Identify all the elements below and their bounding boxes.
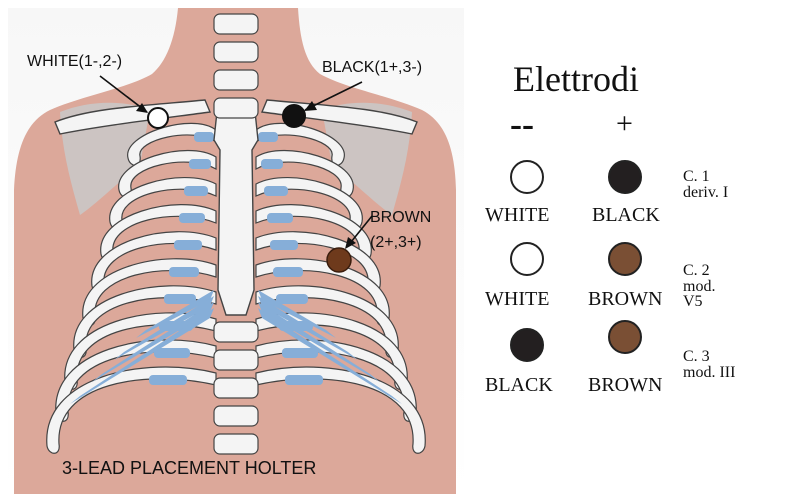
right-costal-cartilage [270,240,298,250]
left-costal-cartilage [179,213,205,223]
black-callout-label: BLACK(1+,3-) [322,59,422,76]
brown-callout-label-line1: BROWN [370,209,431,226]
right-costal-cartilage [285,375,323,385]
diagram-caption: 3-LEAD PLACEMENT HOLTER [62,458,316,478]
legend-row3-negative-label: BLACK [485,374,553,397]
legend-title: Elettrodi [513,58,639,100]
white-callout-label: WHITE(1-,2-) [27,53,122,70]
right-costal-cartilage [282,348,318,358]
legend-row3-positive-label: BROWN [588,374,662,397]
legend-row2-positive-label: BROWN [588,288,662,311]
legend-row3-channel-line2: mod. III [683,366,735,380]
vertebra [214,434,258,454]
vertebra [214,406,258,426]
legend-row3-channel-line1: C. 3 [683,350,710,364]
legend-row2-negative-label: WHITE [485,288,549,311]
left-costal-cartilage [174,240,202,250]
brown-electrode-marker [327,248,351,272]
vertebra [214,14,258,34]
left-costal-cartilage [169,267,199,277]
right-costal-cartilage [267,213,293,223]
brown-callout-label-line2: (2+,3+) [370,234,422,251]
black-electrode-marker [283,105,305,127]
right-costal-cartilage [261,159,283,169]
positive-column-header: + [616,104,633,144]
left-costal-cartilage [149,375,187,385]
right-costal-cartilage [258,132,278,142]
vertebra [214,378,258,398]
vertebra [214,350,258,370]
legend-row3-positive-dot [608,320,642,354]
left-costal-cartilage [164,294,196,304]
legend-row1-negative-label: WHITE [485,204,549,227]
legend-row1-positive-label: BLACK [592,204,660,227]
vertebra [214,98,258,118]
legend-row1-channel-line2: deriv. I [683,186,728,200]
right-costal-cartilage [273,267,303,277]
left-costal-cartilage [194,132,214,142]
left-costal-cartilage [184,186,208,196]
torso-illustration-panel: WHITE(1-,2-) BLACK(1+,3-) BROWN (2+,3+) … [0,0,470,501]
torso-illustration: WHITE(1-,2-) BLACK(1+,3-) BROWN (2+,3+) … [0,0,470,501]
legend-row2-positive-dot [608,242,642,276]
legend-row2-negative-dot [510,242,544,276]
electrode-legend: Elettrodi -- + WHITE BLACK C. 1 deriv. I… [470,0,792,501]
white-electrode-marker [148,108,168,128]
legend-row2-channel-line2: mod. [683,280,715,294]
right-costal-cartilage [276,294,308,304]
vertebra [214,42,258,62]
left-costal-cartilage [189,159,211,169]
sternum [214,102,258,315]
legend-row2-channel-line1: C. 2 [683,264,710,278]
legend-row2-channel-line3: V5 [683,295,703,309]
vertebra [214,322,258,342]
legend-row1-channel-line1: C. 1 [683,170,710,184]
negative-column-header: -- [510,104,534,144]
legend-row1-negative-dot [510,160,544,194]
legend-row1-positive-dot [608,160,642,194]
right-costal-cartilage [264,186,288,196]
left-costal-cartilage [154,348,190,358]
legend-row3-negative-dot [510,328,544,362]
vertebra [214,70,258,90]
